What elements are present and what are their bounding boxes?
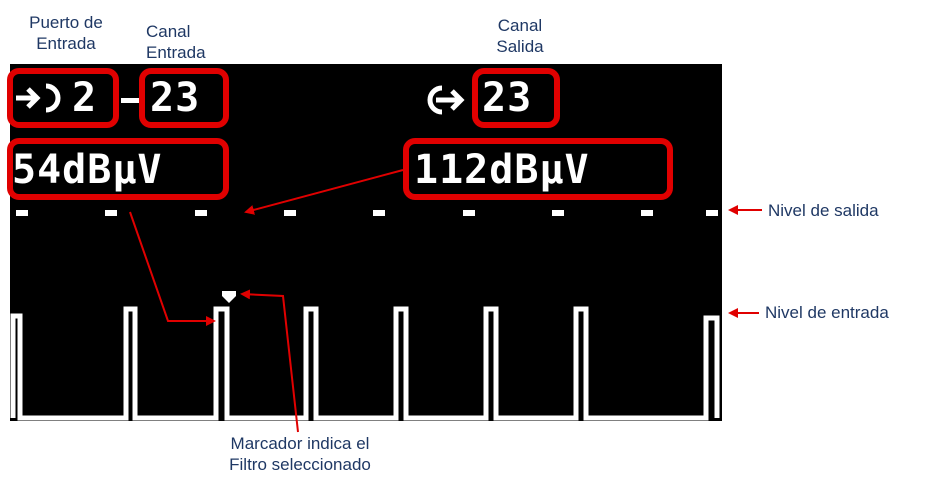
- output-channel-display: 23: [482, 75, 533, 121]
- output-level-dash: [105, 210, 117, 216]
- separator-dash: [121, 98, 143, 103]
- label-puerto-de-entrada: Puerto de Entrada: [29, 13, 103, 53]
- lcd-screen: 2 23 23 54dBµV 112dBµV: [7, 64, 722, 421]
- input-port-display: 2: [14, 76, 97, 129]
- label-canal-entrada: Canal Entrada: [146, 22, 206, 62]
- highlight-input-level: [7, 138, 229, 200]
- output-level-dash: [463, 210, 475, 216]
- selected-filter-marker: [222, 290, 236, 303]
- input-level-trace: [10, 306, 720, 421]
- highlight-output-level: [403, 138, 673, 200]
- highlight-input-channel: [139, 68, 229, 128]
- input-level-bars: [10, 306, 720, 421]
- input-channel-display: 23: [150, 75, 201, 121]
- label-nivel-de-entrada: Nivel de entrada: [765, 303, 889, 322]
- input-level-display: 54dBµV: [12, 147, 163, 193]
- label-nivel-de-salida: Nivel de salida: [768, 201, 879, 220]
- arrow-output-level: [244, 169, 404, 215]
- label-canal-salida: Canal Salida: [496, 16, 544, 56]
- output-level-dash: [373, 210, 385, 216]
- output-level-display: 112dBµV: [414, 147, 590, 193]
- label-marcador-filtro: Marcador indica el Filtro seleccionado: [229, 434, 371, 474]
- output-level-dash: [284, 210, 296, 216]
- input-port-number: 2: [72, 75, 98, 121]
- output-level-dash: [16, 210, 28, 216]
- arrow-into-port-icon: [14, 76, 72, 129]
- output-level-dash: [641, 210, 653, 216]
- highlight-output-channel: [472, 68, 560, 128]
- output-level-dash: [195, 210, 207, 216]
- output-level-dash: [552, 210, 564, 216]
- arrow-marcador: [240, 289, 299, 433]
- output-level-dash: [706, 210, 718, 216]
- arrow-input-level: [129, 211, 216, 326]
- arrow-out-of-port-icon: [418, 78, 476, 127]
- highlight-input-port: [7, 68, 119, 128]
